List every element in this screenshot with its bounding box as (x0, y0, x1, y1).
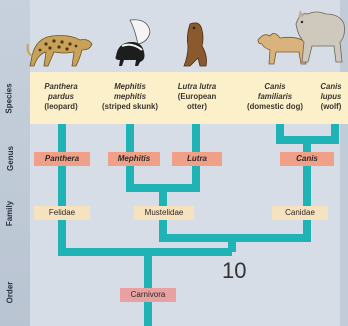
page-number: 10 (222, 258, 246, 284)
species-dog: Canis familiaris (domestic dog) (232, 82, 318, 112)
genus-lutra: Lutra (172, 152, 222, 166)
skunk-illustration (108, 16, 156, 68)
species-wolf: Canis lupus (wolf) (314, 82, 348, 112)
otter-illustration (176, 16, 216, 70)
species-otter: Lutra lutra (European otter) (168, 82, 226, 112)
leopard-illustration (26, 22, 96, 70)
family-canidae: Canidae (272, 206, 328, 220)
species-leopard: Panthera pardus (leopard) (32, 82, 90, 112)
family-mustelidae: Mustelidae (134, 206, 194, 220)
species-skunk: Mephitis mephitis (striped skunk) (88, 82, 172, 112)
order-carnivora: Carnivora (120, 288, 176, 302)
wolf-illustration (286, 2, 348, 68)
branch-canis (280, 124, 335, 140)
genus-panthera: Panthera (34, 152, 90, 166)
genus-mephitis: Mephitis (108, 152, 160, 166)
genus-canis: Canis (280, 152, 334, 166)
branch-caniform (163, 228, 307, 238)
family-felidae: Felidae (34, 206, 90, 220)
